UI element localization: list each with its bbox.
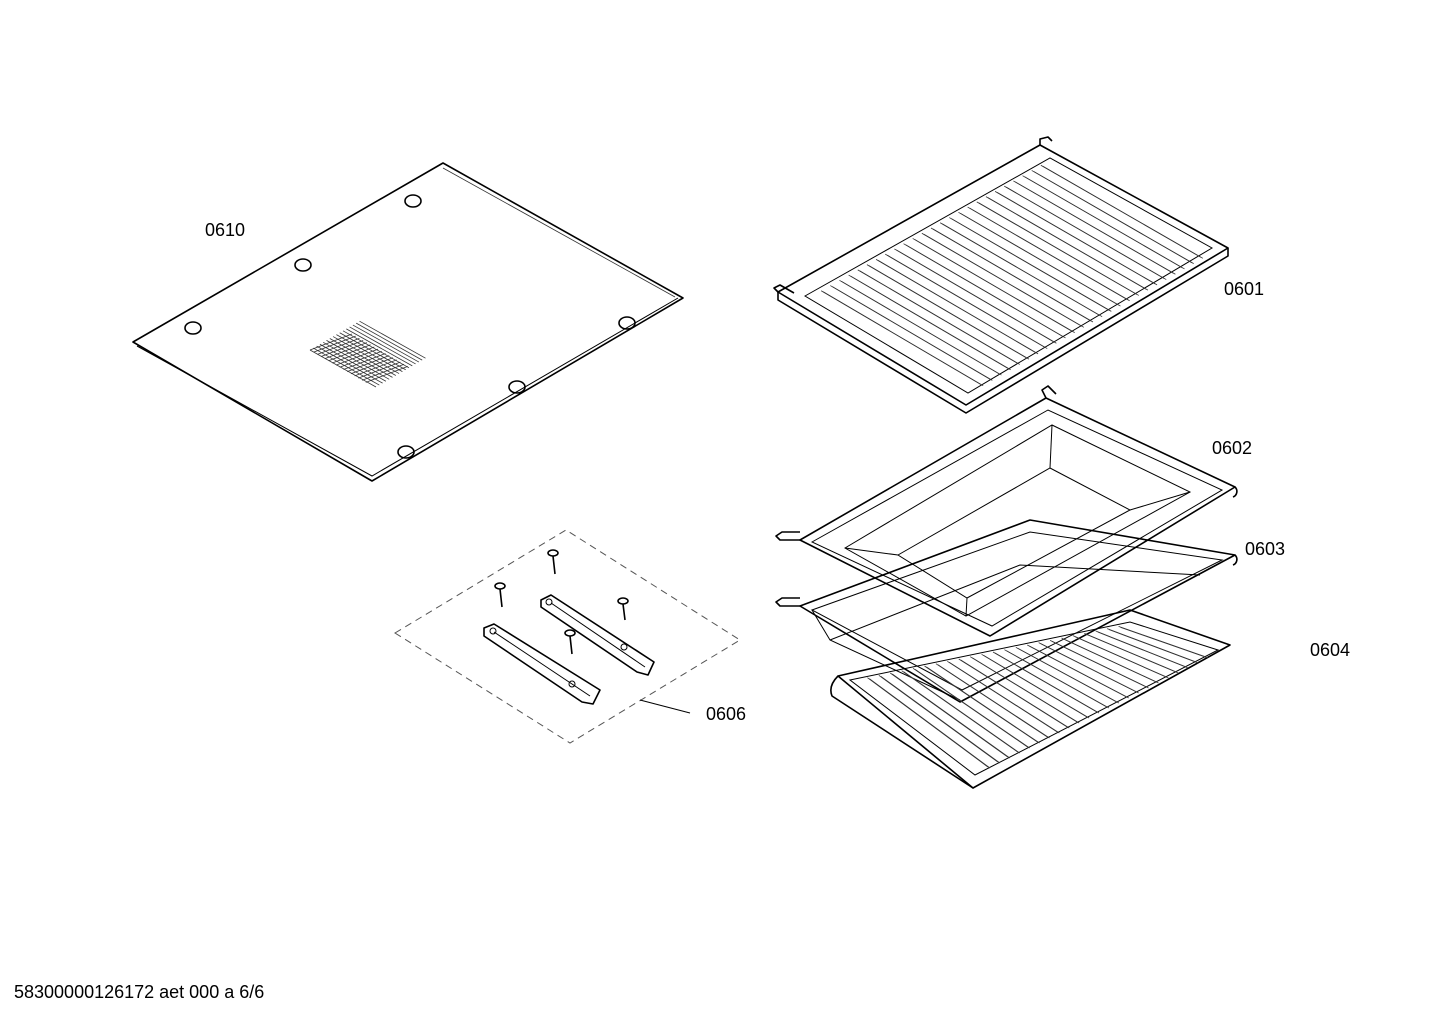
grill-rib [960,212,1121,307]
grille-hatch-line [358,361,401,379]
rack-rib [971,657,1080,724]
grille-hatch-line [321,340,364,357]
grille-hatch-line [309,333,353,351]
grille-hatch-line [350,357,394,375]
part-label-0610: 0610 [205,220,245,240]
rack-ribs [867,625,1209,769]
grille-hatch-line [346,328,413,367]
rack-rib [960,659,1070,729]
grille-hatch-line [361,363,405,381]
grille-hatch-line [365,366,408,383]
part-label-0606: 0606 [706,704,746,724]
part-0606-mounting-kit: 0606 [394,529,746,744]
grill-rib [987,197,1149,291]
grill-rib [841,280,1002,376]
part-0610-cover-plate: 0610 [132,162,684,482]
part-0604-rack: 0604 [830,609,1350,789]
part-0601-grill-tray: 0601 [773,136,1264,414]
rail-bracket-left [483,623,601,705]
rack-rib [983,654,1090,719]
grill-ribs [820,164,1204,387]
grille-hatch-line [324,342,368,360]
grill-rib [905,244,1066,339]
grill-rib [932,228,1094,323]
rack-rib [937,664,1050,739]
grille-hatch-line [356,322,423,361]
part-label-0604: 0604 [1310,640,1350,660]
rack-rib [1120,626,1209,659]
grille-hatch-line [347,355,390,372]
grill-rib [1015,181,1176,275]
grille-hatch-line [309,349,377,388]
grill-rib [850,275,1011,371]
part-label-0602: 0602 [1212,438,1252,458]
part-0603-shallow-tray: 0603 [775,519,1285,703]
grille-hatch-line [343,353,386,370]
part-label-0601: 0601 [1224,279,1264,299]
rack-rib [994,652,1100,714]
grill-rib [1042,165,1204,259]
rack-rib [914,669,1030,749]
part-0602-deep-pan: 0602 [775,385,1252,637]
rack-rib [1017,647,1120,704]
rack-rib [903,671,1020,754]
grille-hatch-line [349,326,416,365]
rack-rib [1051,640,1149,689]
grill-rib [896,249,1057,344]
grill-rib [914,239,1075,333]
rack-rib [1040,643,1139,694]
grille-hatch-line [335,348,379,366]
vent-grille [309,320,426,388]
grille-hatch-line [339,350,382,368]
grill-rib [969,207,1130,302]
grill-rib [941,223,1103,318]
part-label-0603: 0603 [1245,539,1285,559]
rack-rib [1074,636,1169,679]
grille-hatch-line [313,335,356,353]
grille-hatch-line [359,320,426,359]
grill-rib [868,265,1030,360]
grill-rib [822,291,984,387]
grille-hatch-line [336,334,403,372]
rack-rib [926,666,1040,744]
grille-hatch-line [316,345,383,384]
grill-rib [1024,176,1185,270]
grill-rib [887,254,1048,349]
grill-rib [859,270,1020,365]
grille-hatch-line [354,359,397,377]
rack-rib [1063,638,1159,684]
grille-hatch-line [326,340,393,378]
rack-rib [880,676,1001,764]
grill-rib [1006,186,1167,280]
grille-hatch-line [328,344,371,362]
plate-feet [184,194,636,459]
grille-hatch-line [352,324,420,363]
grille-hatch-line [313,347,380,386]
grill-rib [877,260,1039,355]
rack-rib [1029,645,1129,699]
grill-rib [923,233,1085,328]
rack-rib [892,673,1010,759]
rack-rib [1109,629,1199,664]
grill-rib [1033,171,1194,264]
rack-rib [1086,633,1179,674]
grill-rib [951,218,1112,312]
grill-rib [978,202,1139,296]
grille-hatch-line [317,337,360,355]
rack-rib [949,661,1060,734]
grille-hatch-line [329,338,396,376]
screws [494,549,629,655]
document-footer-id: 58300000126172 aet 000 a 6/6 [14,982,264,1002]
grille-hatch-line [332,346,375,364]
rack-rib [1097,631,1189,669]
grill-rib [832,286,993,381]
rail-bracket-right [540,594,655,676]
rack-rib [869,678,991,769]
grille-hatch-line [332,336,400,374]
rack-rib [1006,650,1110,709]
grill-rib [996,192,1158,286]
